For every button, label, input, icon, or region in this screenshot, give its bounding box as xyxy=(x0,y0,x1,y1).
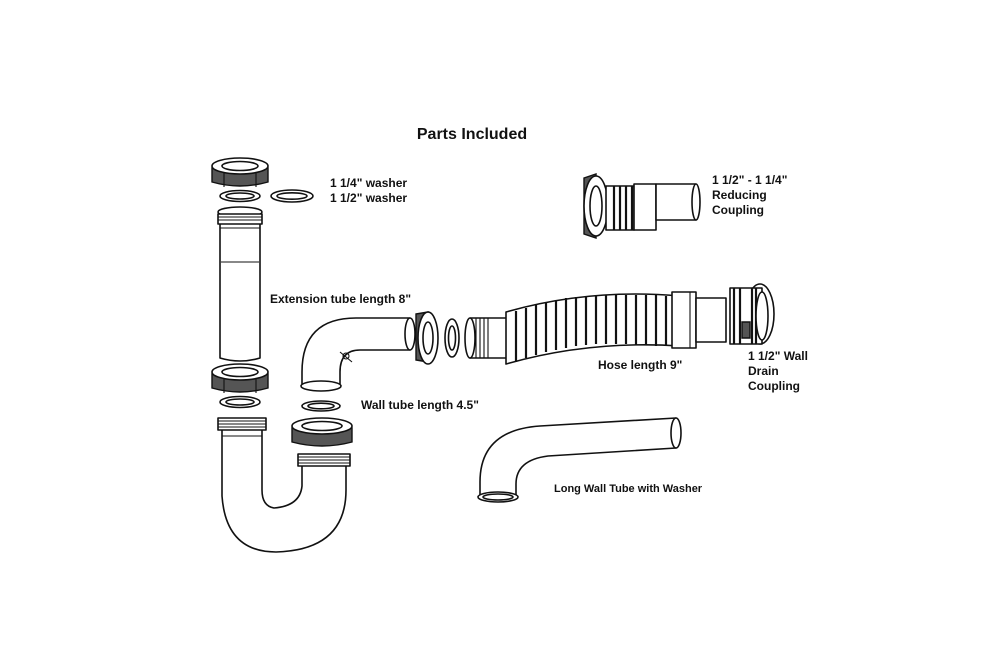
long-wall-tube xyxy=(477,417,682,503)
label-reducing-line2: Reducing xyxy=(712,188,767,202)
label-washers-line1: 1 1/4" washer xyxy=(330,176,408,190)
label-drain-line1: 1 1/2" Wall xyxy=(748,349,808,363)
label-wall-tube: Wall tube length 4.5" xyxy=(361,398,479,412)
wall-tube xyxy=(300,317,416,392)
middle-washer xyxy=(219,395,261,409)
top-washer xyxy=(219,189,261,203)
diagram-title: Parts Included xyxy=(416,126,528,143)
label-washers-line2: 1 1/2" washer xyxy=(330,191,408,205)
wall-drain-coupling xyxy=(729,283,775,345)
reducing-coupling xyxy=(583,173,701,239)
label-drain-line2: Drain xyxy=(748,364,779,378)
label-long-wall-tube: Long Wall Tube with Washer xyxy=(554,483,703,495)
middle-slip-nut xyxy=(211,363,269,393)
label-reducing-line1: 1 1/2" - 1 1/4" xyxy=(712,173,788,187)
hose-slip-nut xyxy=(415,311,439,365)
label-reducing-coupling: 1 1/2" - 1 1/4" Reducing Coupling xyxy=(712,173,787,218)
loose-washer xyxy=(270,189,314,203)
trap-slip-nut xyxy=(291,417,353,447)
extension-tube xyxy=(217,206,263,362)
p-trap xyxy=(217,417,351,553)
top-slip-nut xyxy=(211,157,269,187)
label-drain-line3: Coupling xyxy=(748,379,800,393)
flexible-hose xyxy=(505,293,681,365)
hose-washer xyxy=(444,318,460,358)
label-drain-coupling: 1 1/2" Wall Drain Coupling xyxy=(748,349,808,394)
wall-tube-washer xyxy=(301,400,341,412)
label-extension-tube: Extension tube length 8" xyxy=(270,292,412,306)
label-hose: Hose length 9" xyxy=(598,358,683,372)
hose-adapter xyxy=(464,317,509,359)
hose-end-cuff xyxy=(671,291,727,349)
label-washers: 1 1/4" washer 1 1/2" washer xyxy=(330,176,407,206)
label-reducing-line3: Coupling xyxy=(712,203,764,217)
